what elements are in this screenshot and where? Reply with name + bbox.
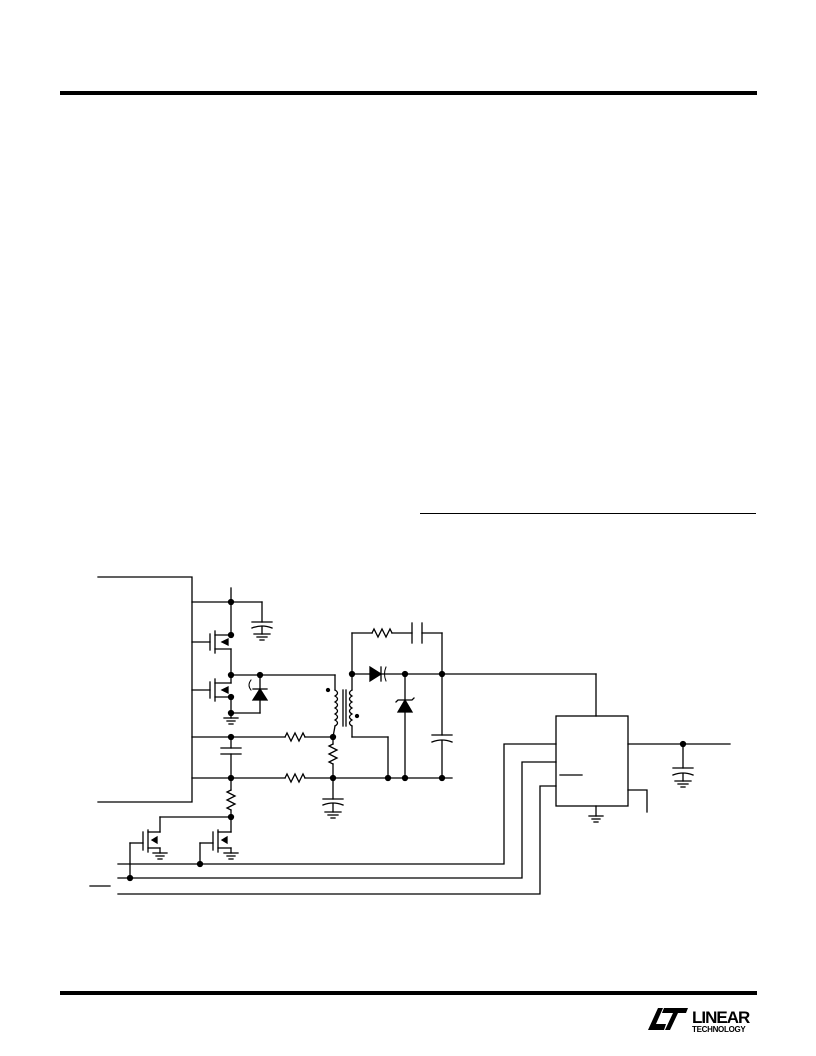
logo-brand-text: LINEAR [692, 1008, 750, 1027]
output-wiring [627, 740, 731, 813]
resistor-icon [159, 777, 237, 818]
ground-icon [674, 780, 692, 788]
mosfet-icon [129, 816, 161, 854]
switch-node [227, 671, 336, 691]
company-logo: LINEAR TECHNOLOGY [648, 1008, 751, 1034]
controller-ic-outline [97, 576, 193, 803]
mosfet-icon [199, 813, 235, 854]
resistor-icon [327, 736, 339, 800]
transformer-icon [325, 687, 360, 738]
supervisor-ic-outline [555, 715, 629, 817]
section-rule [420, 513, 756, 514]
ground-icon [223, 712, 239, 725]
capacitor-icon [220, 747, 242, 755]
ground-icon [588, 815, 604, 823]
control-bus [89, 743, 557, 895]
supply-rail [191, 587, 263, 623]
footer-rule [60, 991, 757, 995]
capacitor-icon [411, 622, 423, 644]
ground-icon [253, 633, 271, 641]
mosfet-icon [191, 601, 235, 676]
ground-icon [152, 852, 168, 860]
resistor-icon [284, 731, 306, 743]
lt-logo-icon [648, 1008, 688, 1030]
ground-icon [324, 811, 342, 819]
feedback-lines [191, 733, 453, 782]
resistor-icon [284, 772, 306, 784]
secondary-wiring [348, 632, 597, 779]
resistor-icon [371, 627, 393, 639]
capacitor-icon [672, 767, 694, 782]
capacitor-icon [251, 621, 273, 635]
circuit-schematic [89, 576, 731, 895]
capacitor-icon [322, 798, 344, 813]
capacitor-icon [431, 734, 453, 743]
ground-icon [223, 852, 239, 860]
diode-icon [227, 674, 269, 717]
mosfet-icon [191, 674, 235, 714]
header-rule [60, 91, 757, 95]
zener-icon [395, 697, 415, 713]
logo-sub-text: TECHNOLOGY [692, 1025, 746, 1034]
diode-icon [369, 665, 387, 683]
